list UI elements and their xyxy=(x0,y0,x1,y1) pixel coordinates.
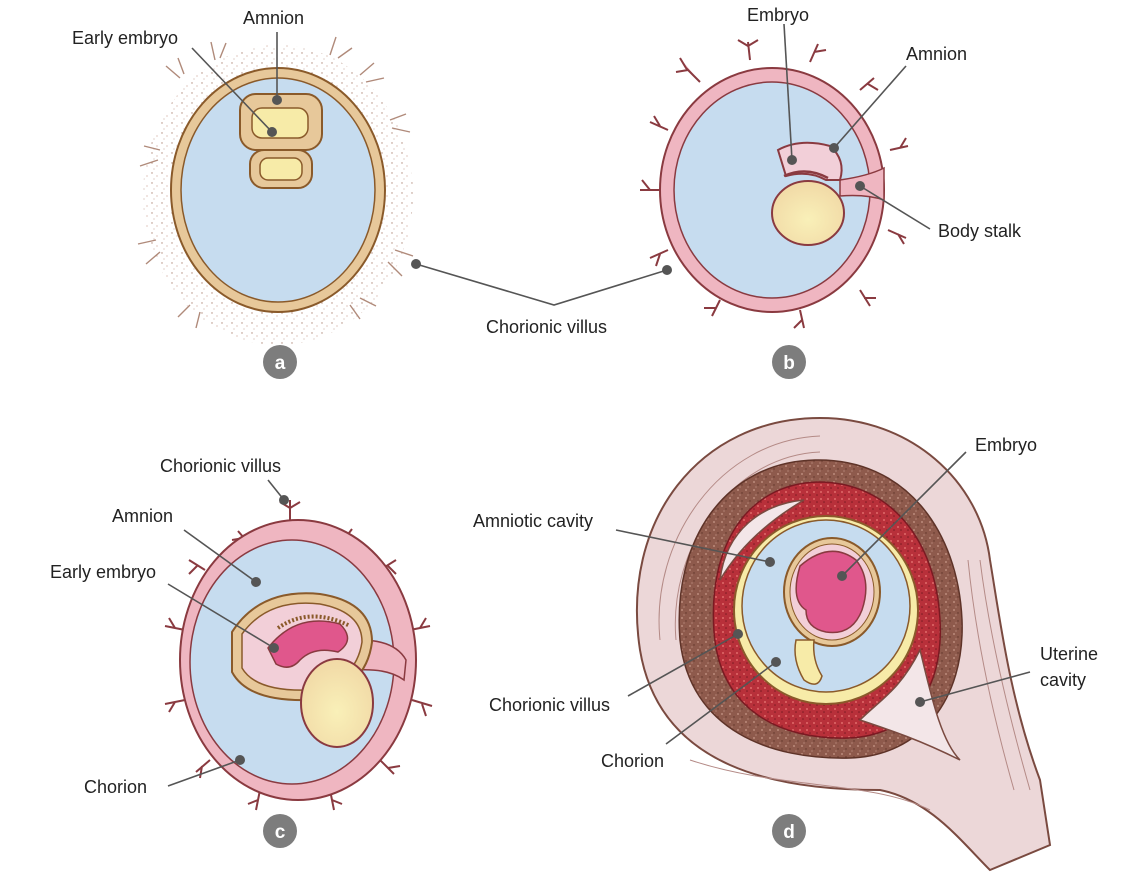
panel-c-yolk-sac xyxy=(300,658,374,748)
label-early-embryo-a: Early embryo xyxy=(72,28,178,48)
panel-d: Embryo Amniotic cavity Uterine cavity Ch… xyxy=(473,416,1098,872)
panel-a: Amnion Early embryo a xyxy=(72,8,414,379)
panel-c: Chorionic villus Amnion Early embryo Cho… xyxy=(50,456,433,848)
label-amniotic-cavity-d: Amniotic cavity xyxy=(473,511,593,531)
panel-c-embryo xyxy=(267,614,351,668)
panel-d-uterine-cavity xyxy=(858,647,961,761)
panel-d-crescent xyxy=(719,499,805,581)
panel-b-embryo xyxy=(771,141,845,246)
label-uterine-cavity-line1-d: Uterine xyxy=(1040,644,1098,664)
label-embryo-b: Embryo xyxy=(747,5,809,25)
badge-b: b xyxy=(772,345,806,379)
label-embryo-d: Embryo xyxy=(975,435,1037,455)
label-early-embryo-c: Early embryo xyxy=(50,562,156,582)
badge-c: c xyxy=(263,814,297,848)
badge-a: a xyxy=(263,345,297,379)
badge-d-text: d xyxy=(783,822,795,843)
label-amnion-c: Amnion xyxy=(112,506,173,526)
panel-b-villi xyxy=(640,39,909,329)
label-chorionic-villus-c: Chorionic villus xyxy=(160,456,281,476)
shared-chorionic-villus-callout: Chorionic villus xyxy=(411,259,672,337)
label-amnion-b: Amnion xyxy=(906,44,967,64)
label-chorion-d: Chorion xyxy=(601,751,664,771)
badge-d: d xyxy=(772,814,806,848)
label-chorionic-villus-ab: Chorionic villus xyxy=(486,317,607,337)
panel-a-villi xyxy=(137,36,414,329)
label-chorionic-villus-d: Chorionic villus xyxy=(489,695,610,715)
label-uterine-cavity-line2-d: cavity xyxy=(1040,670,1086,690)
badge-c-text: c xyxy=(275,822,286,843)
panel-d-embryo xyxy=(795,550,867,634)
badge-a-text: a xyxy=(275,353,286,374)
panel-b: Embryo Amnion Body stalk b xyxy=(640,5,1022,379)
panel-a-embryo-disc xyxy=(239,93,323,189)
panel-a-cavity xyxy=(180,77,376,303)
badge-b-text: b xyxy=(783,353,795,374)
label-amnion-a: Amnion xyxy=(243,8,304,28)
label-body-stalk-b: Body stalk xyxy=(938,221,1022,241)
panel-d-yolk-stalk xyxy=(794,639,823,685)
label-chorion-c: Chorion xyxy=(84,777,147,797)
